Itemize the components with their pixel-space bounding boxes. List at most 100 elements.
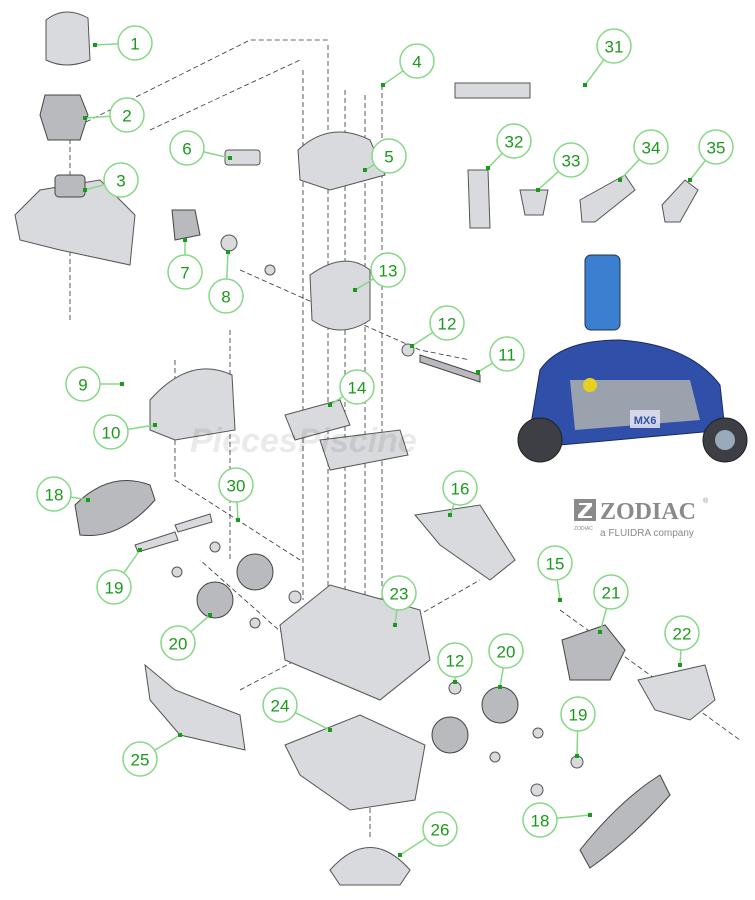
callout-number: 22 xyxy=(673,625,692,644)
part-13-turbine-plate xyxy=(309,260,371,331)
part-bushing-e xyxy=(532,727,544,739)
callout-circle xyxy=(489,336,525,372)
leader-line xyxy=(294,711,331,731)
leader-line xyxy=(84,183,105,191)
callout-circle xyxy=(422,811,458,847)
callout-number: 13 xyxy=(379,262,398,281)
leader-line xyxy=(411,331,434,347)
part-8-bushing xyxy=(220,234,238,252)
leader-line xyxy=(499,667,504,688)
brand-registered: ® xyxy=(703,497,709,505)
leader-line xyxy=(537,170,559,191)
callout-number: 31 xyxy=(605,38,624,57)
leader-dot xyxy=(618,178,622,182)
callout-number: 1 xyxy=(130,35,139,54)
callout-number: 23 xyxy=(390,585,409,604)
leader-dot xyxy=(498,685,502,689)
callout-34: 34 xyxy=(618,129,669,182)
leader-dot xyxy=(410,344,414,348)
leader-line xyxy=(487,152,503,169)
leader-dot xyxy=(688,178,692,182)
callout-6: 6 xyxy=(169,130,232,166)
watermark: PiecesPiscine xyxy=(190,422,417,460)
brand-name: ZODIAC xyxy=(600,499,696,525)
leader-line xyxy=(226,251,229,280)
part-18-track-left xyxy=(74,480,156,537)
part-2-swivel xyxy=(39,94,89,141)
part-bushing-d xyxy=(249,617,261,629)
callout-circle xyxy=(381,575,417,611)
callout-number: 4 xyxy=(412,53,421,72)
leader-dot xyxy=(476,370,480,374)
leader-dot xyxy=(228,156,232,160)
callout-number: 21 xyxy=(602,584,621,603)
callout-number: 9 xyxy=(78,376,87,395)
zodiac-logo: ZODIAC ZODIAC ® a FLUIDRA company xyxy=(574,497,709,539)
callout-circle xyxy=(262,687,298,723)
callout-number: 20 xyxy=(169,635,188,654)
leader-line xyxy=(94,43,119,46)
leader-line xyxy=(127,424,156,431)
leader-dot xyxy=(363,168,367,172)
brand-small-mark: ZODIAC xyxy=(574,526,593,532)
callout-number: 10 xyxy=(102,424,121,443)
robot-product-image: MX6 xyxy=(517,254,748,463)
part-7-valve xyxy=(171,209,201,241)
callout-31: 31 xyxy=(583,28,632,87)
callout-circle xyxy=(442,470,478,506)
callout-number: 12 xyxy=(446,652,465,671)
leader-dot xyxy=(598,630,602,634)
callout-35: 35 xyxy=(688,129,734,182)
leader-line xyxy=(576,730,579,757)
part-26-skirt xyxy=(329,847,411,886)
leader-dot xyxy=(583,83,587,87)
leader-dot xyxy=(448,513,452,517)
callout-circle xyxy=(560,696,596,732)
callout-20: 20 xyxy=(488,633,524,689)
leader-dot xyxy=(236,518,240,522)
callout-30: 30 xyxy=(218,467,254,522)
leader-line xyxy=(556,814,591,820)
callout-circle xyxy=(65,366,101,402)
callout-8: 8 xyxy=(208,250,244,314)
callout-15: 15 xyxy=(537,545,573,602)
leader-line xyxy=(70,496,89,501)
leader-line xyxy=(154,734,181,751)
part-20-wheel-c xyxy=(481,686,519,724)
callout-number: 25 xyxy=(131,751,150,770)
callout-11: 11 xyxy=(476,336,525,374)
leader-line xyxy=(619,158,640,181)
leader-line xyxy=(329,395,344,406)
callout-20: 20 xyxy=(160,613,212,661)
leader-dot xyxy=(153,423,157,427)
leader-dot xyxy=(226,250,230,254)
part-1-cap xyxy=(45,11,91,66)
callout-number: 35 xyxy=(707,139,726,158)
callout-18: 18 xyxy=(522,802,592,838)
callout-circle xyxy=(93,414,129,450)
leader-dot xyxy=(93,43,97,47)
callout-26: 26 xyxy=(398,811,458,857)
part-16-side-panel xyxy=(414,504,516,581)
parts xyxy=(14,11,716,886)
callout-9: 9 xyxy=(65,366,124,402)
callout-number: 3 xyxy=(116,172,125,191)
callout-19: 19 xyxy=(560,696,596,758)
callout-circle xyxy=(522,802,558,838)
leader-dot xyxy=(138,548,142,552)
leader-dot xyxy=(183,238,187,242)
leader-dot xyxy=(208,613,212,617)
leader-dot xyxy=(381,83,385,87)
part-25-side-shield xyxy=(144,663,246,751)
leader-dot xyxy=(86,498,90,502)
callout-circle xyxy=(488,633,524,669)
part-14-bracket-lower xyxy=(319,429,409,471)
leader-line xyxy=(584,59,605,86)
callout-25: 25 xyxy=(122,733,182,777)
leader-dot xyxy=(453,680,457,684)
part-32-connector xyxy=(467,169,491,229)
part-23-chassis xyxy=(279,584,431,701)
part-11-shaft xyxy=(419,354,481,383)
callout-5: 5 xyxy=(363,138,407,174)
zodiac-z-mark-icon xyxy=(578,503,592,518)
